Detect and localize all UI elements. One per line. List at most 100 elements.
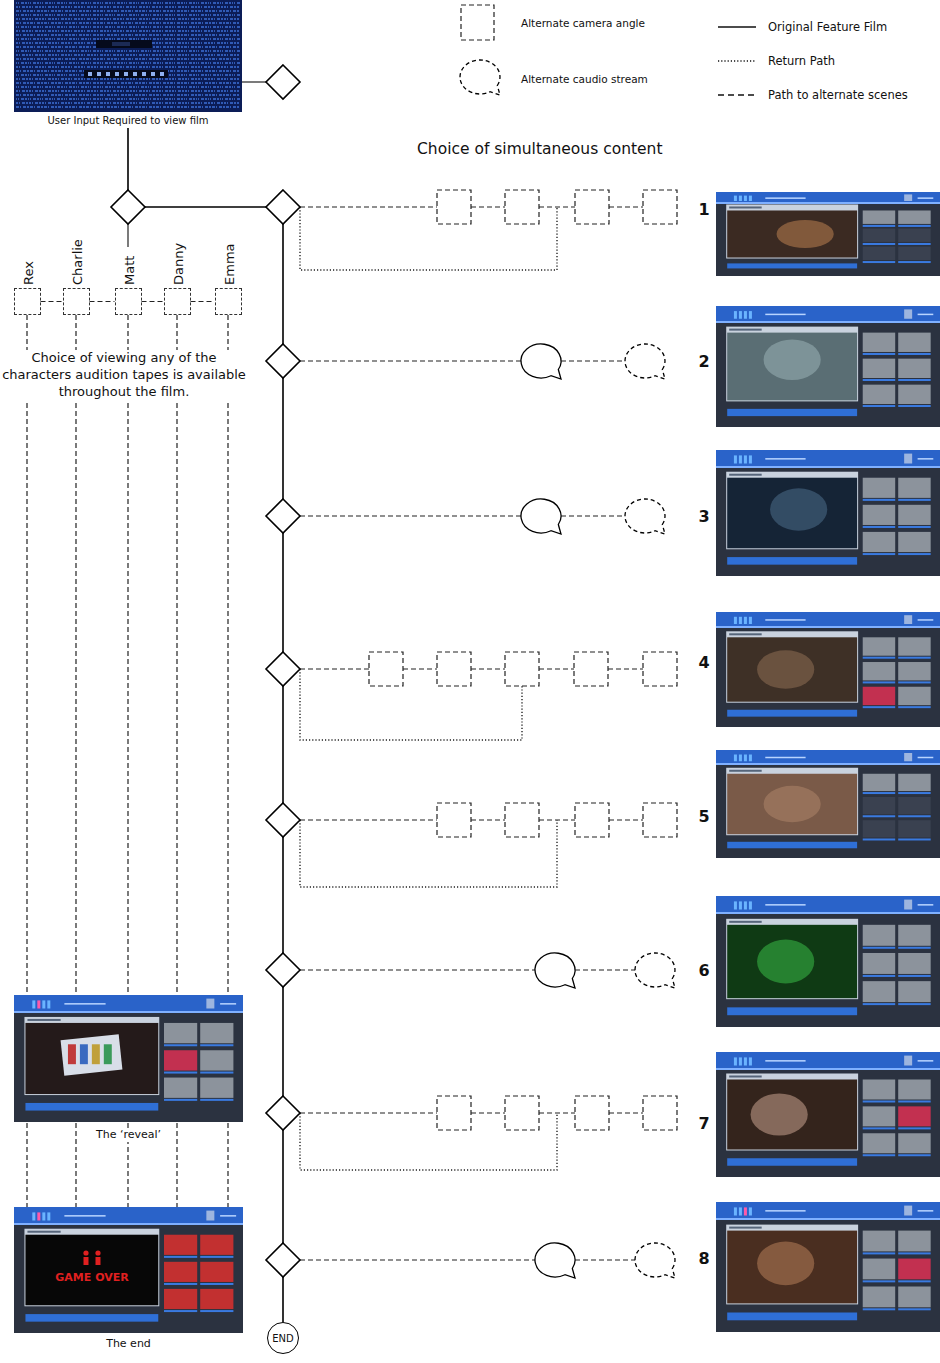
path-line [300, 360, 521, 361]
audition-path-line [90, 301, 115, 302]
path-line [300, 819, 437, 820]
screen-mockup [716, 750, 940, 858]
screenshot-caption: User Input Required to view film [45, 115, 212, 128]
legend-entry: Alternate camera angle [459, 3, 645, 43]
note-text: Choice of simultaneous content [417, 139, 663, 159]
path-line [471, 1112, 505, 1113]
audio-bubble [635, 1243, 675, 1278]
path-line [575, 969, 635, 970]
callout-number: 1 [696, 200, 711, 221]
camera-angle-box [437, 1096, 471, 1130]
character-name: Charlie [70, 239, 85, 285]
figure-icon [83, 1250, 100, 1265]
audio-bubble [521, 499, 561, 534]
screenshot-panel: The ‘reveal’ [14, 995, 243, 1142]
audio-bubble [535, 1243, 575, 1278]
screenshot-caption: The end [103, 1337, 154, 1351]
note-text: GAME OVER [53, 1271, 130, 1285]
path-line [471, 819, 505, 820]
decision-diamond [266, 953, 300, 987]
legend-text: Alternate caudio stream [521, 73, 648, 85]
path-line [561, 360, 625, 361]
character-name: Rex [21, 261, 36, 285]
screenshot-area [14, 995, 243, 1122]
legend-text: Path to alternate scenes [768, 88, 908, 102]
path-line [539, 1112, 575, 1113]
audio-bubble [521, 344, 561, 379]
end-label: END [272, 1333, 294, 1344]
audio-bubble [625, 344, 665, 379]
path-line [471, 206, 505, 207]
path-line [609, 819, 643, 820]
path-line [561, 515, 625, 516]
path-line [242, 81, 266, 82]
screenshot-area [14, 1207, 243, 1333]
audio-bubble [635, 953, 675, 988]
legend-sample [718, 19, 756, 35]
audition-path-line [142, 301, 164, 302]
callout-number: 5 [696, 807, 711, 828]
callout-number: 4 [696, 653, 711, 674]
camera-angle-box [437, 803, 471, 837]
audition-path-line [41, 301, 63, 302]
camera-angle-box [437, 652, 471, 686]
character-name: Matt [122, 256, 137, 285]
camera-angle-box [574, 652, 608, 686]
legend-entry: Return Path [718, 53, 835, 69]
path-line [300, 515, 521, 516]
path-line [471, 668, 505, 669]
audition-path-line [191, 301, 215, 302]
path-line [539, 668, 574, 669]
legend-entry: Alternate caudio stream [458, 58, 648, 100]
camera-angle-box [505, 1096, 539, 1130]
camera-angle-box [643, 1096, 677, 1130]
camera-angle-box [437, 190, 471, 224]
decision-diamond [266, 190, 300, 224]
path-line [127, 224, 128, 247]
camera-angle-box [369, 652, 403, 686]
camera-angle-box [643, 803, 677, 837]
path-line [575, 1259, 635, 1260]
callout-number: 6 [696, 961, 711, 982]
end-circle: END [267, 1322, 299, 1354]
audition-tape-box: Matt [115, 288, 142, 315]
legend-sample [458, 58, 504, 100]
camera-angle-box [575, 803, 609, 837]
legend-sample [459, 3, 497, 43]
start-screen [14, 0, 242, 112]
feature-film-line [128, 128, 283, 1323]
callout-number: 3 [696, 507, 711, 528]
audio-bubble [535, 953, 575, 988]
legend-entry: Original Feature Film [718, 19, 887, 35]
legend-text: Return Path [768, 54, 835, 68]
audition-tape-box: Danny [164, 288, 191, 315]
path-line [300, 1259, 535, 1260]
camera-angle-box [643, 652, 677, 686]
return-path [300, 820, 557, 887]
camera-angle-box [505, 652, 539, 686]
callout-number: 7 [696, 1114, 711, 1135]
return-path [300, 669, 522, 740]
path-line [403, 668, 437, 669]
path-line [300, 969, 535, 970]
audition-tape-box: Charlie [63, 288, 90, 315]
audition-tape-box: Emma [215, 288, 242, 315]
legend-sample [718, 53, 756, 69]
screen-mockup [716, 306, 940, 427]
callout-number: 2 [696, 352, 711, 373]
camera-angle-box [643, 190, 677, 224]
decision-diamond [266, 65, 300, 99]
camera-angle-box [575, 1096, 609, 1130]
legend-entry: Path to alternate scenes [718, 87, 908, 103]
return-path [300, 207, 557, 270]
decision-diamond [111, 190, 145, 224]
path-line [300, 668, 369, 669]
character-name: Emma [222, 243, 237, 285]
path-line [539, 206, 575, 207]
screen-mockup [716, 1202, 940, 1332]
decision-diamond [266, 803, 300, 837]
path-line [608, 668, 643, 669]
path-line [300, 1112, 437, 1113]
